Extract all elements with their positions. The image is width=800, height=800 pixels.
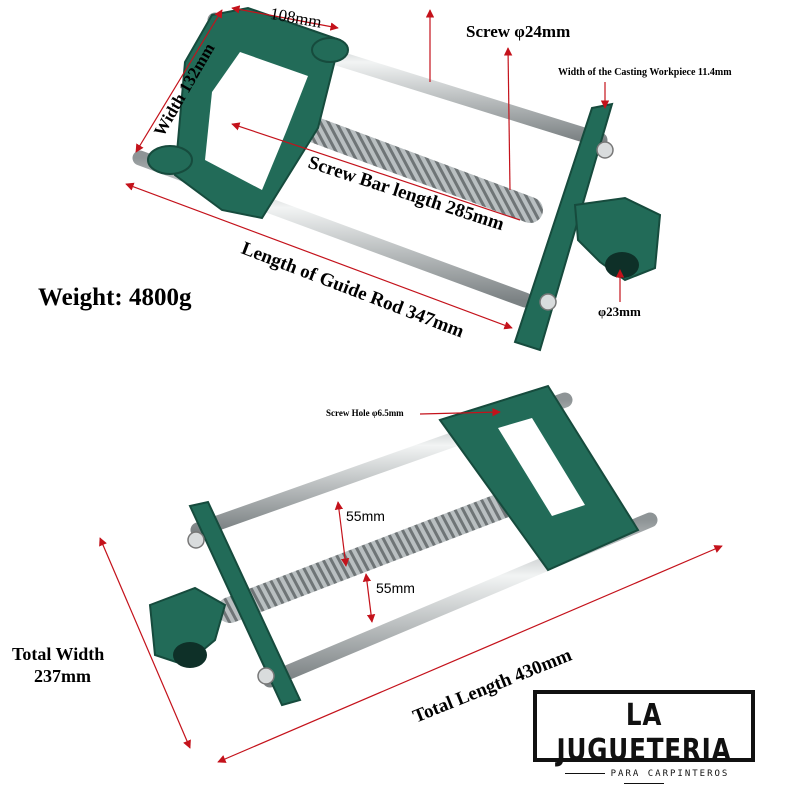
dim-108 xyxy=(231,5,339,31)
label-screw-hole: Screw Hole φ6.5mm xyxy=(326,408,404,418)
dim-guide-rod xyxy=(125,182,513,330)
logo-main-text: LA JUGUETERIA xyxy=(556,698,732,768)
dim-total-width xyxy=(99,537,191,749)
label-weight: Weight: 4800g xyxy=(38,284,192,311)
logo-sub-text: PARA CARPINTEROS xyxy=(537,769,751,789)
dim-screw-24-b xyxy=(503,47,513,191)
label-spacing-lower: 55mm xyxy=(376,580,415,596)
top-rear-casting-window xyxy=(205,52,308,190)
top-nut-lower xyxy=(539,293,557,311)
label-handle-diameter: φ23mm xyxy=(598,304,641,319)
dim-screw-hole xyxy=(419,407,501,417)
brand-logo: LA JUGUETERIA PARA CARPINTEROS xyxy=(533,690,755,779)
top-sleeve-left xyxy=(147,145,193,175)
bottom-nut-upper xyxy=(187,531,205,549)
dim-55-lower xyxy=(362,573,376,623)
bottom-rear-casting-window xyxy=(498,418,585,516)
bottom-nut-lower xyxy=(257,667,275,685)
bottom-vise xyxy=(148,384,658,707)
label-screw-diameter: Screw φ24mm xyxy=(466,22,571,41)
top-vise xyxy=(132,6,662,352)
top-handle-boss xyxy=(573,196,662,282)
dimension-lines xyxy=(99,5,723,763)
dim-width-132 xyxy=(135,9,223,153)
label-total-width-line1: Total Width xyxy=(12,644,105,664)
label-spacing-upper: 55mm xyxy=(346,508,385,524)
bottom-handle-hole xyxy=(173,642,207,668)
label-casting-width: Width of the Casting Workpiece 11.4mm xyxy=(558,67,732,78)
label-total-width-line2: 237mm xyxy=(34,666,91,686)
top-sleeve-right xyxy=(311,37,349,63)
dim-total-length xyxy=(217,545,723,763)
top-handle-hole xyxy=(605,252,639,278)
top-nut-upper xyxy=(596,141,614,159)
